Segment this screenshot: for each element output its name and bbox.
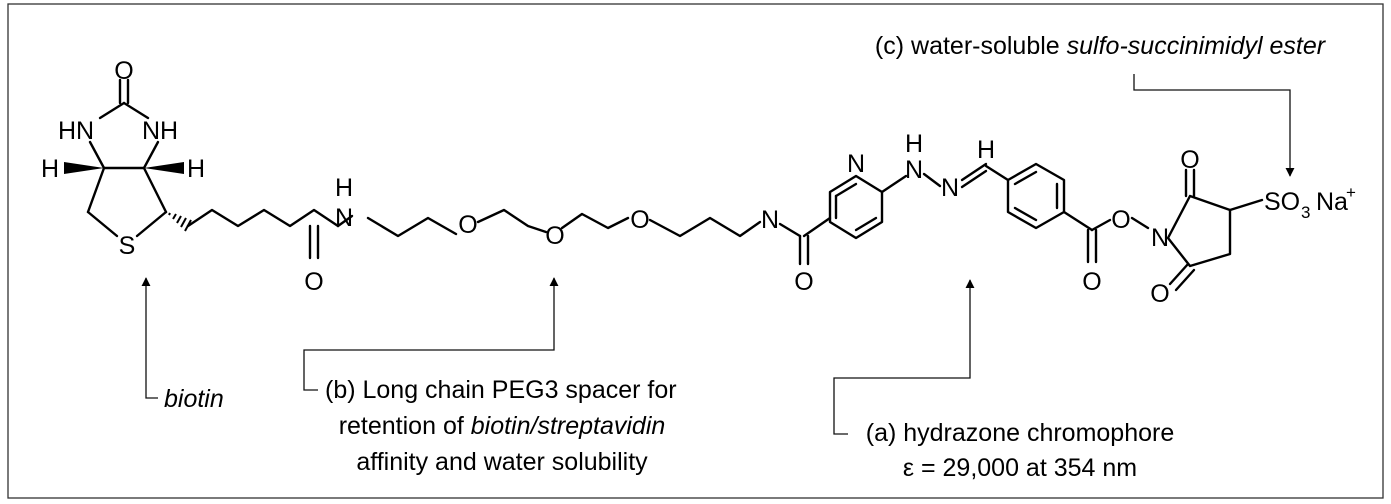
wedge-bond	[144, 162, 184, 174]
atom-n: N	[761, 206, 779, 234]
annotations: biotin (b) Long chain PEG3 spacer for re…	[141, 32, 1327, 482]
atom-h: H	[187, 155, 205, 183]
label-peg-line2-italic: biotin/streptavidin	[471, 412, 666, 440]
atom-o: O	[458, 211, 477, 239]
atom-hn: HN	[58, 117, 94, 145]
atom-n: N	[335, 204, 353, 232]
atom-so: SO	[1264, 188, 1300, 216]
label-sulfo-ester-italic: sulfo-succinimidyl ester	[1067, 32, 1327, 60]
atom-o: O	[1150, 280, 1169, 308]
succinimide-ring	[1166, 194, 1232, 268]
atom-n: N	[905, 156, 923, 184]
peg-chain: H N O O O O	[186, 174, 762, 296]
atom-o: O	[1180, 146, 1199, 174]
atom-n: N	[847, 150, 865, 178]
label-peg-line3: affinity and water solubility	[356, 448, 648, 476]
diagram-frame	[7, 3, 1384, 499]
atom-charge: +	[1346, 183, 1356, 202]
atom-n: N	[1151, 224, 1169, 252]
atom-h: H	[977, 136, 995, 164]
atom-h: H	[41, 155, 59, 183]
leader-hydrazone	[833, 279, 975, 435]
atom-o: O	[114, 57, 133, 85]
label-hydrazone-line2: ε = 29,000 at 354 nm	[903, 454, 1137, 482]
hashed-bond	[168, 212, 192, 232]
atom-s: S	[119, 232, 136, 260]
atom-h: H	[905, 130, 923, 158]
benzene-ring	[1006, 162, 1066, 230]
atom-o: O	[545, 222, 564, 250]
atom-h: H	[335, 174, 353, 202]
atom-subscript: 3	[1301, 203, 1310, 222]
biotin-group: O HN NH H H S	[41, 57, 205, 260]
atom-o: O	[1082, 268, 1101, 296]
label-biotin: biotin	[164, 385, 224, 413]
label-sulfo-ester: (c) water-soluble sulfo-succinimidyl est…	[875, 32, 1327, 60]
atom-na: Na	[1316, 188, 1348, 216]
leader-peg-spacer	[303, 277, 559, 391]
atom-o: O	[630, 206, 649, 234]
leader-biotin	[141, 277, 158, 399]
leader-sulfo-ester	[1133, 74, 1295, 177]
atom-n: N	[941, 174, 959, 202]
atom-o: O	[304, 268, 323, 296]
hydrazone-group: N O N H N N H	[761, 130, 1066, 296]
label-peg-line1: (b) Long chain PEG3 spacer for	[325, 376, 677, 404]
label-sulfo-ester-text: (c) water-soluble	[875, 32, 1067, 60]
sulfo-nhs-ester-group: O N O O O SO 3 Na +	[1062, 146, 1356, 308]
atom-o: O	[1111, 206, 1130, 234]
atom-nh: NH	[142, 117, 178, 145]
label-hydrazone-line1: (a) hydrazone chromophore	[866, 419, 1175, 447]
wedge-bond	[64, 162, 104, 174]
label-peg-line2: retention of biotin/streptavidin	[339, 412, 666, 440]
atom-o: O	[794, 268, 813, 296]
label-peg-line2-text: retention of	[339, 412, 471, 440]
